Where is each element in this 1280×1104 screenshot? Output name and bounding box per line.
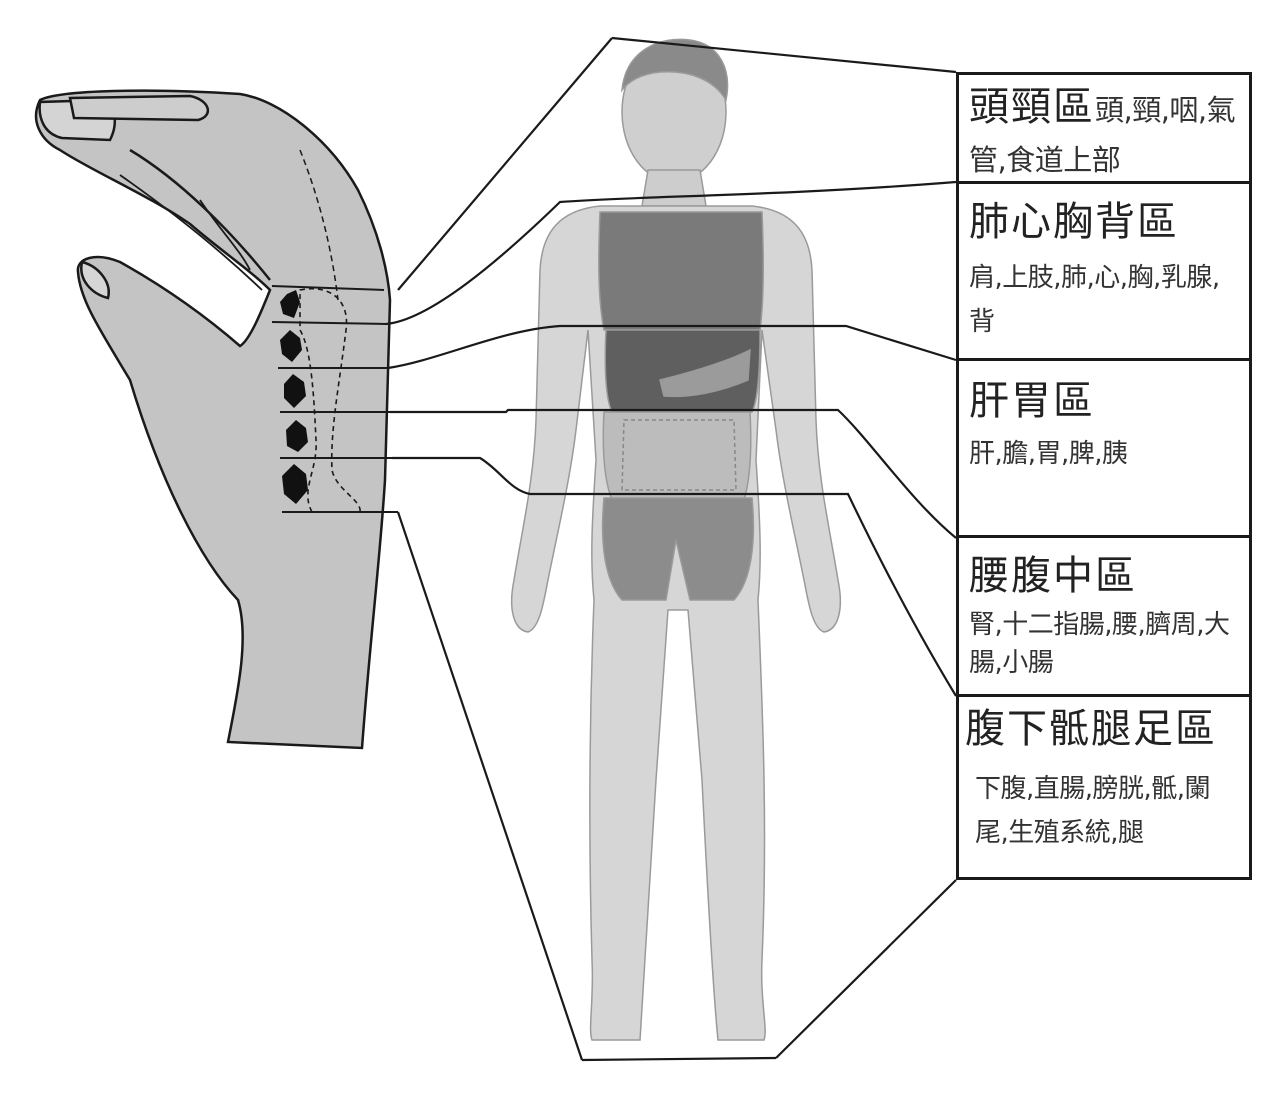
- zone-title: 肺心胸背區: [969, 199, 1179, 245]
- zone-title: 肝胃區: [969, 378, 1095, 424]
- wrist-point-2: [280, 330, 302, 362]
- wrist-point-4: [286, 420, 308, 452]
- hand-illustration: [34, 89, 392, 750]
- zone-title: 頭頸區: [969, 84, 1095, 130]
- zone-box-lung-heart-chest-back: 肺心胸背區 肩,上肢,肺,心,胸,乳腺,背: [956, 181, 1252, 361]
- zone-box-head-neck: 頭頸區頭,頸,咽,氣管,食道上部: [956, 72, 1252, 184]
- zone-organs: 下腹,直腸,膀胱,骶,闌尾,生殖系統,腿: [975, 774, 1211, 848]
- wrist-point-1: [280, 290, 300, 318]
- wrist-point-3: [284, 374, 306, 408]
- wrist-zone-lines: [271, 285, 398, 513]
- human-body-illustration: [510, 38, 842, 1041]
- zone-title: 腰腹中區: [969, 553, 1137, 599]
- zone-organs: 肝,膽,胃,脾,胰: [969, 439, 1128, 469]
- wrist-point-5: [282, 464, 308, 504]
- zone-organs: 肩,上肢,肺,心,胸,乳腺,背: [969, 263, 1220, 337]
- zone-box-lower-abdomen-sacrum-legs: 腹下骶腿足區 下腹,直腸,膀胱,骶,闌尾,生殖系統,腿: [956, 694, 1252, 880]
- wrist-points: [280, 290, 308, 504]
- zone-organs: 腎,十二指腸,腰,臍周,大腸,小腸: [969, 610, 1230, 678]
- zone-box-liver-stomach: 肝胃區 肝,膽,胃,脾,胰: [956, 358, 1252, 538]
- connector-lines: [385, 36, 957, 1062]
- zone-box-waist-mid-abdomen: 腰腹中區 腎,十二指腸,腰,臍周,大腸,小腸: [956, 535, 1252, 697]
- zone-organs: 頭,頸,咽,氣管,食道上部: [969, 93, 1236, 177]
- zone-title: 腹下骶腿足區: [965, 706, 1217, 752]
